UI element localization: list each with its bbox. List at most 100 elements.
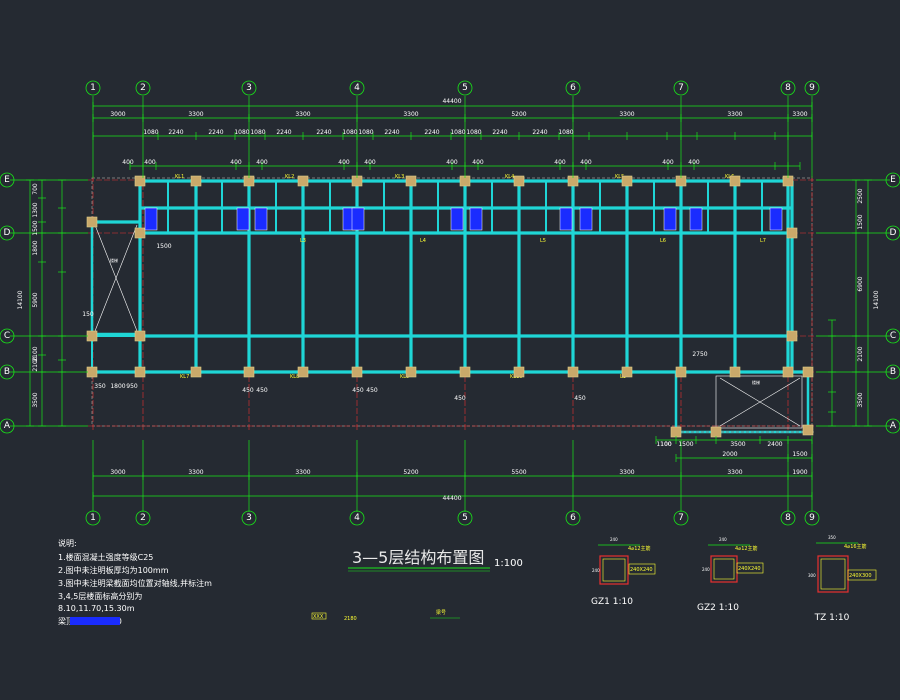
dimension-text: 3000 bbox=[110, 111, 125, 118]
axis-label-x: 2 bbox=[140, 513, 146, 523]
dimension-text: 1500 bbox=[857, 214, 864, 229]
column bbox=[513, 366, 525, 378]
dimension-text: 400 bbox=[338, 159, 350, 166]
axis-label-x: 2 bbox=[140, 83, 146, 93]
dimension-text: 450 bbox=[242, 387, 254, 394]
axis-label-x: 7 bbox=[678, 83, 684, 93]
column bbox=[190, 366, 202, 378]
section-gz1-rebar: 4⌀12主筋 bbox=[628, 545, 651, 552]
column bbox=[786, 330, 798, 342]
column bbox=[297, 366, 309, 378]
dimension-text: 5200 bbox=[511, 111, 526, 118]
constructional-column bbox=[559, 207, 573, 231]
axis-bubble-x bbox=[565, 80, 581, 96]
constructional-column bbox=[769, 207, 783, 231]
dimension-text: 2240 bbox=[316, 129, 331, 136]
constructional-column bbox=[144, 207, 158, 231]
column-layout bbox=[86, 175, 814, 438]
dimension-text: 2500 bbox=[857, 188, 864, 203]
section-tz-dim: 300 bbox=[808, 573, 816, 578]
constructional-column bbox=[689, 207, 703, 231]
beam-tag: KL8 bbox=[290, 374, 299, 380]
beam-tag: L3 bbox=[300, 238, 306, 244]
column bbox=[729, 366, 741, 378]
note-line-1: 1.楼面混凝土强度等级C25 bbox=[58, 552, 153, 562]
column bbox=[710, 426, 722, 438]
axis-label-y: E bbox=[4, 175, 10, 185]
axis-label-x: 5 bbox=[462, 83, 468, 93]
dimension-text: 1500 bbox=[792, 451, 807, 458]
dimension-text: 1080 bbox=[558, 129, 573, 136]
column bbox=[134, 175, 146, 187]
stair-right-label: 楼梯 bbox=[752, 379, 760, 385]
beam-tag: KL6 bbox=[725, 174, 734, 180]
beam-tag: KL3 bbox=[395, 174, 404, 180]
axis-label-y: C bbox=[890, 331, 896, 341]
dimension-text: 3500 bbox=[32, 392, 39, 407]
beam-tag: KL5 bbox=[615, 174, 624, 180]
axis-bubble-y bbox=[0, 364, 15, 380]
beam-tag: L7 bbox=[760, 238, 766, 244]
dimension-text: 450 bbox=[574, 395, 586, 402]
axis-bubble-x bbox=[673, 80, 689, 96]
axis-bubble-x bbox=[85, 80, 101, 96]
beam-tag: L4 bbox=[420, 238, 426, 244]
dimension-text: 1080 bbox=[450, 129, 465, 136]
axis-label-y: B bbox=[4, 367, 10, 377]
section-gz2-label: GZ2 1:10 bbox=[697, 603, 739, 613]
section-tz: 240X300 4⌀16主筋 300 350 TZ 1:10 bbox=[808, 535, 877, 623]
dimension-text: 3300 bbox=[403, 111, 418, 118]
column bbox=[134, 330, 146, 342]
drawing-title: 3—5层结构布置图 bbox=[352, 548, 484, 567]
section-gz2-dim: 240 bbox=[702, 567, 710, 572]
dimension-text: 2400 bbox=[767, 441, 782, 448]
stair-right-annex: 楼梯 bbox=[674, 370, 816, 434]
axis-bubble-x bbox=[804, 80, 820, 96]
axis-bubble-x bbox=[780, 80, 796, 96]
axis-label-x: 7 bbox=[678, 513, 684, 523]
column bbox=[729, 175, 741, 187]
section-tz-size: 240X300 bbox=[849, 573, 872, 579]
dimension-text: 3000 bbox=[110, 469, 125, 476]
axis-bubble-x bbox=[457, 80, 473, 96]
axis-label-y: D bbox=[4, 228, 11, 238]
overall-width-top: 44400 bbox=[442, 98, 461, 105]
note-line-3: 3.图中未注明梁截面均位置对轴线,并标注m bbox=[58, 578, 212, 588]
axis-bubble-x bbox=[457, 510, 473, 526]
dimension-text: 5500 bbox=[511, 469, 526, 476]
dimension-text: 350 bbox=[94, 383, 106, 390]
axis-bubble-x bbox=[673, 510, 689, 526]
column bbox=[802, 424, 814, 436]
dimension-text: 400 bbox=[122, 159, 134, 166]
section-gz1: 240X240 4⌀12主筋 240 240 GZ1 1:10 bbox=[591, 537, 656, 607]
axis-label-y: D bbox=[890, 228, 897, 238]
dimension-text: 400 bbox=[662, 159, 674, 166]
stair-left-label: 楼梯 bbox=[110, 257, 118, 263]
axis-label-y: B bbox=[890, 367, 896, 377]
axis-label-x: 3 bbox=[246, 83, 252, 93]
column bbox=[134, 227, 146, 239]
dimension-text: 400 bbox=[580, 159, 592, 166]
axis-label-x: 9 bbox=[809, 83, 815, 93]
dimension-text: 1500 bbox=[32, 220, 39, 235]
dimension-text: 1080 bbox=[466, 129, 481, 136]
legend-mark-3: 梁号 bbox=[436, 609, 446, 616]
dimension-text: 2240 bbox=[208, 129, 223, 136]
axis-bubble-x bbox=[780, 510, 796, 526]
dimension-text: 3300 bbox=[619, 111, 634, 118]
section-gz1-label: GZ1 1:10 bbox=[591, 597, 633, 607]
section-gz2: 240X240 4⌀12主筋 240 240 GZ2 1:10 bbox=[697, 537, 764, 613]
beam-tag: KL7 bbox=[180, 374, 189, 380]
dimension-text: 400 bbox=[256, 159, 268, 166]
legend-mark-2: 2180 bbox=[344, 616, 357, 622]
dimension-text: 2100 bbox=[32, 346, 39, 361]
axis-label-y: A bbox=[4, 421, 11, 431]
dimension-text: 1900 bbox=[792, 469, 807, 476]
column bbox=[86, 330, 98, 342]
axis-bubble-x bbox=[804, 510, 820, 526]
section-gz2-size: 240X240 bbox=[738, 566, 761, 572]
dimension-text: 3300 bbox=[727, 469, 742, 476]
axis-bubble-y bbox=[885, 364, 900, 380]
